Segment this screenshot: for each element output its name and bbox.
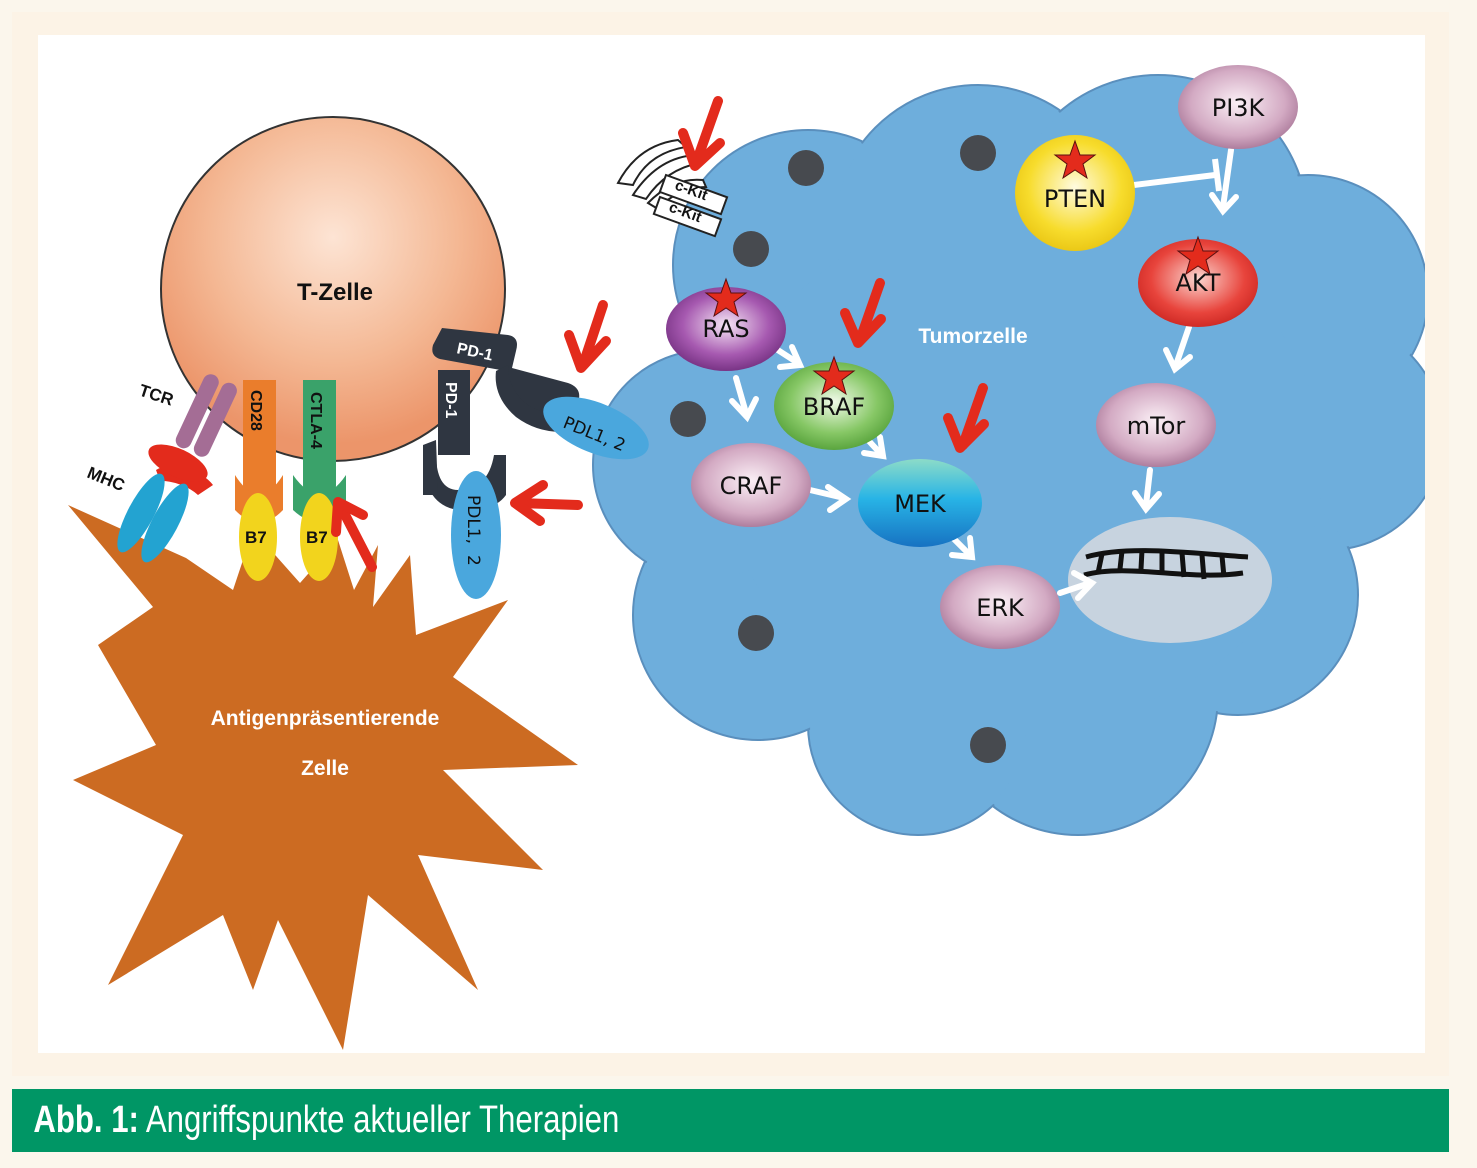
star-icon: [1176, 235, 1220, 276]
tumor-nucleus-dots: [670, 135, 1006, 763]
b7-left: [239, 493, 277, 581]
caption-text: Angriffspunkte aktueller Therapien: [145, 1099, 620, 1141]
ctla4-label: CTLA-4: [307, 392, 324, 449]
node-mek: MEK: [858, 459, 982, 547]
node-braf: BRAF: [774, 362, 894, 450]
caption-label: Abb. 1:: [33, 1099, 139, 1141]
pdl-lower-label-1: PDL1,: [463, 495, 483, 544]
pten-inhibition-line: [1133, 158, 1222, 192]
therapy-arrow-braf: [840, 278, 886, 348]
star-icon: [704, 277, 748, 318]
pten-label: PTEN: [1044, 185, 1106, 213]
apc-label-line1: Antigenpräsentierende: [211, 707, 440, 730]
pd1-lower-label: PD-1: [442, 382, 459, 419]
cd28-label: CD28: [247, 390, 264, 431]
activation-arrows: [729, 147, 1239, 601]
pathway-diagram: TCR MHC CD28 B7 CTLA-4 B7 PD-1: [68, 65, 1425, 1050]
mhc-receptor: [117, 473, 189, 563]
node-craf: CRAF: [691, 443, 811, 527]
therapy-arrow-pdl-upper: [564, 300, 611, 373]
pd1-receptor-upper: [432, 328, 583, 432]
node-pten: PTEN: [1015, 135, 1135, 251]
tcr-receptor: [148, 374, 237, 495]
pi3k-label: PI3K: [1212, 94, 1266, 122]
erk-label: ERK: [976, 594, 1025, 622]
node-ras: RAS: [666, 287, 786, 371]
mtor-label: mTor: [1127, 412, 1186, 440]
caption-bar: Abb. 1: Angriffspunkte aktueller Therapi…: [12, 1089, 1449, 1152]
ckit-receptor: [616, 138, 729, 238]
star-icon: [812, 355, 856, 396]
ras-label: RAS: [702, 315, 749, 343]
b7-right: [300, 493, 338, 581]
pdl-lower: [451, 471, 501, 599]
craf-label: CRAF: [720, 472, 783, 500]
b7-left-label: B7: [245, 528, 267, 547]
akt-label: AKT: [1176, 269, 1221, 297]
braf-label: BRAF: [803, 393, 865, 421]
node-erk: ERK: [940, 565, 1060, 649]
therapy-arrow-mek: [943, 383, 989, 453]
therapy-arrow-ctla4: [331, 497, 377, 572]
apc-cell: [68, 505, 578, 1050]
pdl-upper: [543, 396, 649, 460]
therapy-arrow-icons: [331, 96, 989, 572]
mhc-label: MHC: [85, 463, 128, 495]
tcr-label: TCR: [137, 381, 176, 410]
b7-right-label: B7: [306, 528, 328, 547]
therapy-arrow-pdl-lower: [510, 480, 583, 526]
dna-icon: [1083, 548, 1249, 580]
apc-label-line2: Zelle: [301, 757, 349, 780]
therapy-arrow-ckit: [678, 96, 725, 171]
mek-label: MEK: [894, 490, 947, 518]
pdl-lower-label-2: 2: [463, 555, 483, 566]
node-mtor: mTor: [1096, 383, 1216, 467]
mutation-star-icons: [704, 139, 1220, 396]
nucleus: [1068, 517, 1272, 643]
node-pi3k: PI3K: [1178, 65, 1298, 149]
node-akt: AKT: [1138, 239, 1258, 327]
diagram-canvas: TCR MHC CD28 B7 CTLA-4 B7 PD-1: [38, 35, 1425, 1053]
t-cell-label: T-Zelle: [297, 279, 373, 306]
star-icon: [1053, 139, 1097, 180]
tumor-label: Tumorzelle: [918, 325, 1027, 348]
